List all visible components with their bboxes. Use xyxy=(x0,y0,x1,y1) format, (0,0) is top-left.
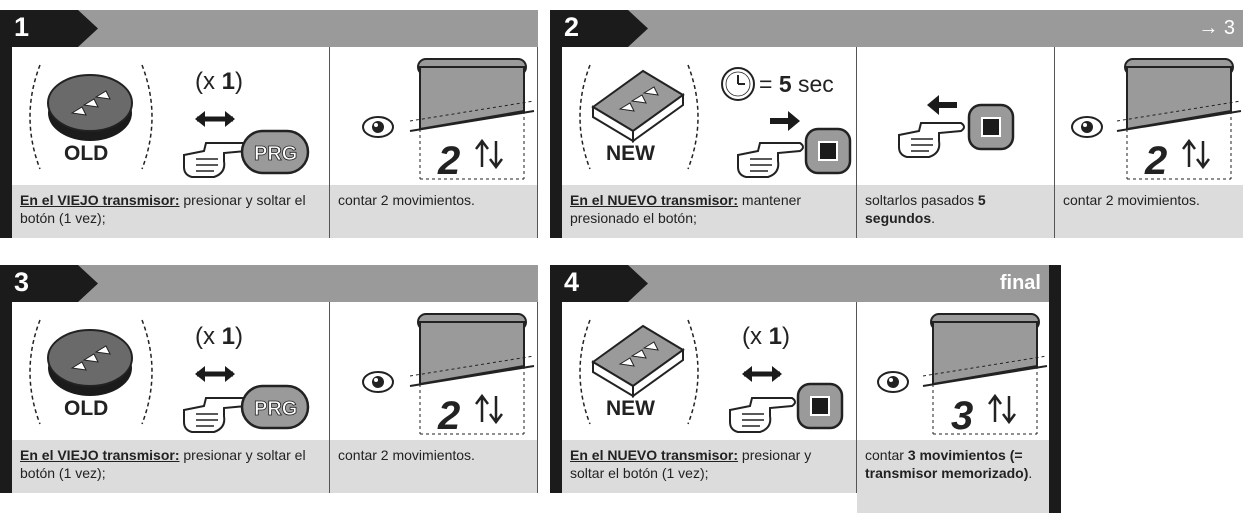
step-1-panel: 1 OLD (x 1) PRG En el VIEJO transmisor: … xyxy=(0,0,538,238)
step-4-panel: 4 final NEW (x 1) En el NUEVO transmisor… xyxy=(550,265,1061,513)
step-2-blind-illustration: 2 xyxy=(1055,47,1243,185)
step-2-desc-1: En el NUEVO transmisor: mante­ner presio… xyxy=(562,185,856,238)
step-4-header: 4 final xyxy=(550,265,1049,302)
step-3-desc-1: En el VIEJO transmisor: presionar y solt… xyxy=(12,440,329,493)
step-4-blind-illustration: 3 xyxy=(857,302,1049,440)
step-4-illustration: NEW (x 1) xyxy=(562,302,856,440)
multiplier-text: (x 1) xyxy=(742,323,790,350)
roller-blind-icon xyxy=(408,312,536,436)
double-arrow-icon xyxy=(195,111,235,127)
square-button-icon xyxy=(796,382,844,430)
step-3-cell-2: 2 contar 2 movimientos. xyxy=(330,302,538,493)
step-2-panel: 2 → 3 NEW = 5 sec En el NUEVO transm xyxy=(550,0,1243,238)
step-3-blind-illustration: 2 xyxy=(330,302,537,440)
step-3-cell-1: OLD (x 1) PRG En el VIEJO transmisor: pr… xyxy=(0,302,330,493)
new-label: NEW xyxy=(606,142,655,165)
final-label: final xyxy=(999,272,1041,294)
step-3-number: 3 xyxy=(14,267,30,297)
press-arrow-icon xyxy=(770,111,800,131)
roller-blind-icon xyxy=(921,312,1049,436)
step-3-number-tab: 3 xyxy=(0,265,98,302)
step-1-number: 1 xyxy=(14,12,30,42)
step-1-illustration: OLD (x 1) PRG xyxy=(12,47,329,185)
clock-icon xyxy=(721,67,755,101)
new-remote-icon xyxy=(592,325,684,397)
eye-icon xyxy=(1071,116,1103,138)
blind-count: 2 xyxy=(1144,139,1167,183)
blind-count: 2 xyxy=(437,394,460,438)
step-1-desc-2: contar 2 movimientos. xyxy=(330,185,537,238)
square-button-icon xyxy=(804,127,852,175)
step-4-number-tab: 4 xyxy=(550,265,648,302)
release-arrow-icon xyxy=(927,95,957,115)
step-2-number: 2 xyxy=(564,12,580,42)
step-2-number-tab: 2 xyxy=(550,10,648,47)
step-4-desc-1: En el NUEVO transmisor: presio­nar y sol… xyxy=(562,440,856,493)
step-1-number-tab: 1 xyxy=(0,10,98,47)
double-arrow-icon xyxy=(742,366,782,382)
step-3-illustration: OLD (x 1) PRG xyxy=(12,302,329,440)
prg-button-icon xyxy=(240,129,310,175)
step-2-header: 2 → 3 xyxy=(550,10,1243,47)
old-remote-icon xyxy=(47,74,133,142)
step-4-desc-2: contar 3 movimien­tos (= transmisor memo… xyxy=(857,440,1049,513)
hand-icon xyxy=(737,142,804,178)
eye-icon xyxy=(362,371,394,393)
hand-icon xyxy=(898,122,965,158)
new-remote-icon xyxy=(592,70,684,142)
old-label: OLD xyxy=(64,397,108,420)
hand-icon xyxy=(183,142,250,178)
next-step-indicator: → 3 xyxy=(1198,17,1235,39)
multiplier-text: (x 1) xyxy=(195,68,243,95)
step-2-cell-1: NEW = 5 sec En el NUEVO transmisor: mant… xyxy=(550,47,857,238)
hand-icon xyxy=(729,397,796,433)
prg-label: PRG xyxy=(254,143,297,165)
step-1-cell-2: 2 contar 2 movimientos. xyxy=(330,47,538,238)
step-4-right-bar xyxy=(1049,265,1061,513)
step-4-cell-1: NEW (x 1) En el NUEVO transmisor: presio… xyxy=(550,302,857,493)
hand-icon xyxy=(183,397,250,433)
blind-count: 3 xyxy=(951,394,973,438)
step-4-cell-2: 3 contar 3 movimien­tos (= transmisor me… xyxy=(857,302,1049,513)
step-3-panel: 3 OLD (x 1) PRG En el VIEJO transmisor: … xyxy=(0,265,538,513)
timer-text: = 5 sec xyxy=(759,71,834,97)
double-arrow-icon xyxy=(195,366,235,382)
step-2-cell-3: 2 contar 2 movimien­tos. xyxy=(1055,47,1243,238)
roller-blind-icon xyxy=(408,57,536,181)
step-3-header: 3 xyxy=(0,265,538,302)
step-1-cell-1: OLD (x 1) PRG En el VIEJO transmisor: pr… xyxy=(0,47,330,238)
roller-blind-icon xyxy=(1115,57,1243,181)
step-1-blind-illustration: 2 xyxy=(330,47,537,185)
blind-count: 2 xyxy=(437,139,460,183)
prg-label: PRG xyxy=(254,398,297,420)
step-2-desc-3: contar 2 movimien­tos. xyxy=(1055,185,1243,238)
old-label: OLD xyxy=(64,142,108,165)
square-button-icon xyxy=(967,103,1015,151)
step-2-release-illustration xyxy=(857,47,1054,185)
new-label: NEW xyxy=(606,397,655,420)
step-2-illustration: NEW = 5 sec xyxy=(562,47,856,185)
old-remote-icon xyxy=(47,329,133,397)
step-4-number: 4 xyxy=(564,267,580,297)
eye-icon xyxy=(362,116,394,138)
step-3-desc-2: contar 2 movimientos. xyxy=(330,440,537,493)
prg-button-icon xyxy=(240,384,310,430)
step-1-header: 1 xyxy=(0,10,538,47)
eye-icon xyxy=(877,371,909,393)
step-1-desc-1: En el VIEJO transmisor: presionar y solt… xyxy=(12,185,329,238)
multiplier-text: (x 1) xyxy=(195,323,243,350)
